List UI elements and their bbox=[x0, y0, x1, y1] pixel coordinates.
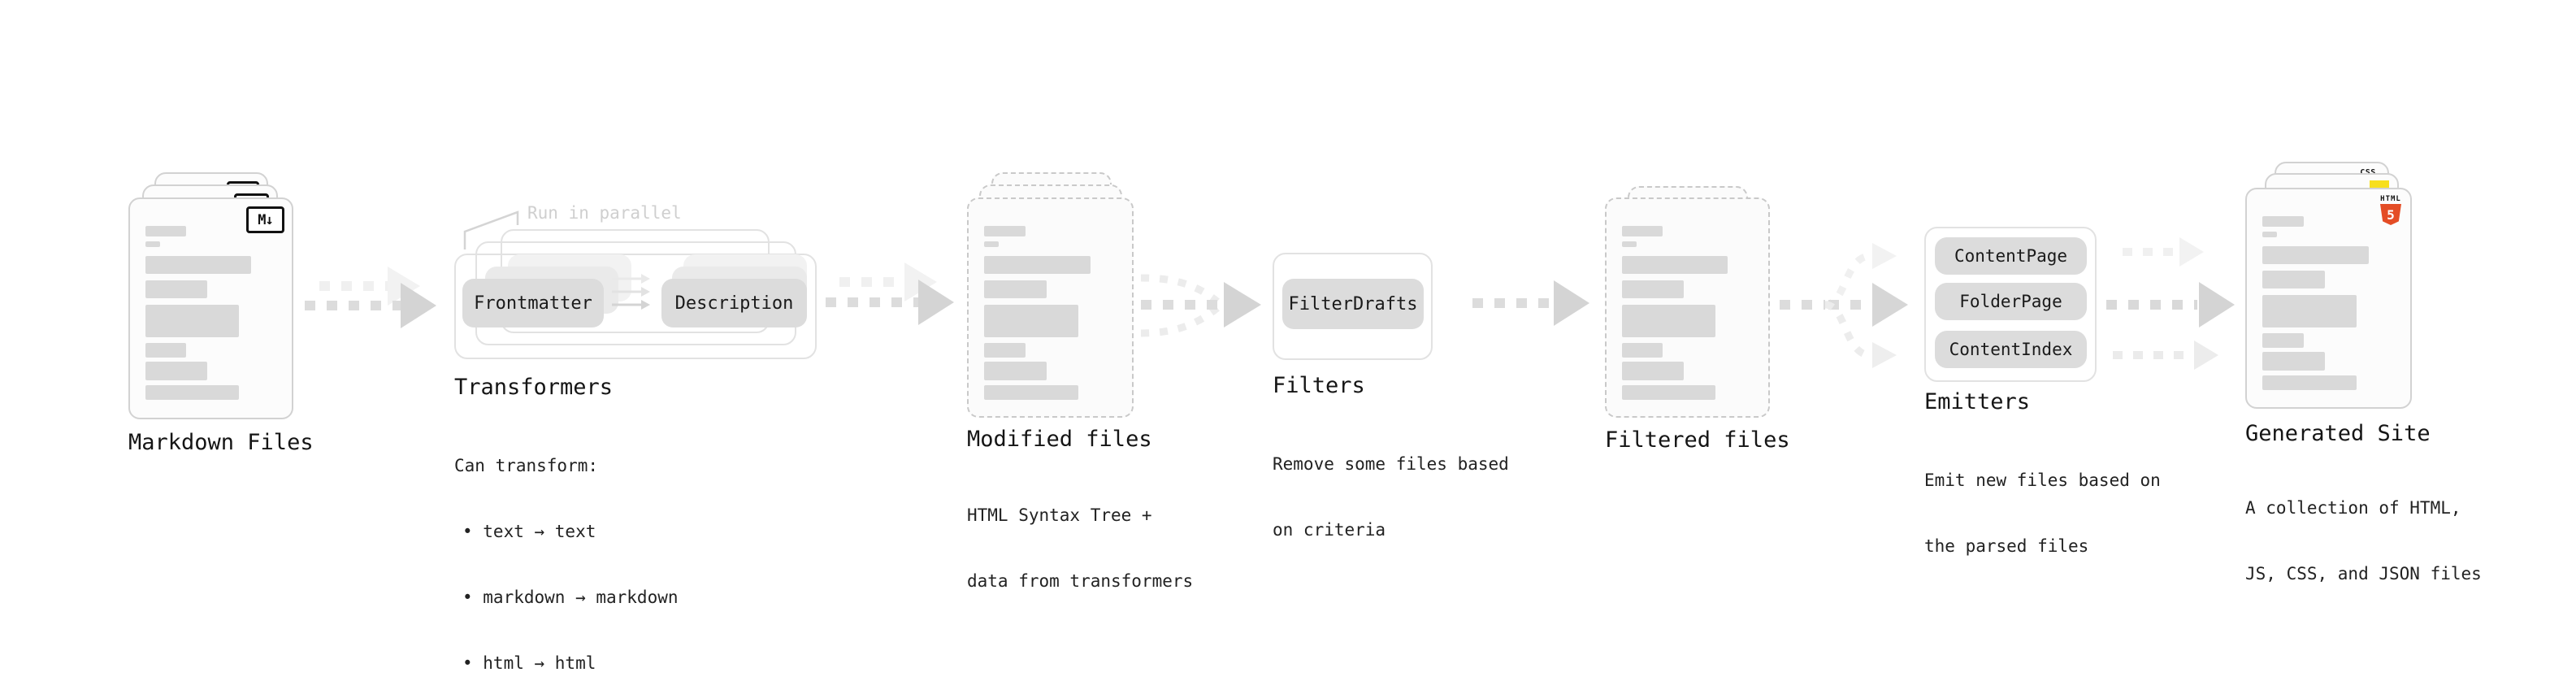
text-line-bar bbox=[984, 280, 1047, 298]
desc-line: HTML Syntax Tree + bbox=[967, 505, 1152, 525]
text-line-bar bbox=[145, 343, 187, 358]
filter-pill-filterdrafts: FilterDrafts bbox=[1282, 279, 1424, 329]
arrow-head bbox=[918, 280, 954, 325]
html5-icon-shield: 5 bbox=[2380, 204, 2401, 225]
emitters-box bbox=[1924, 227, 2097, 382]
doc-lines bbox=[1622, 226, 1754, 400]
generated-site-label: Generated Site bbox=[2245, 421, 2431, 446]
arrow-dashes-ghost bbox=[839, 277, 914, 287]
text-line-bar bbox=[2262, 246, 2370, 264]
arrow-fanout-to-emitters bbox=[1780, 243, 1908, 368]
desc-line: data from transformers bbox=[967, 571, 1194, 591]
filtered-files-label: Filtered files bbox=[1605, 427, 1790, 453]
html5-icon-word: HTML bbox=[2380, 195, 2401, 203]
transform-bullet: • text → text bbox=[462, 522, 596, 541]
doc-lines bbox=[984, 226, 1117, 400]
emitter-pill-contentindex: ContentIndex bbox=[1935, 331, 2087, 368]
text-line-bar bbox=[2262, 352, 2326, 371]
text-line-bar bbox=[2262, 333, 2304, 348]
text-line-bar bbox=[984, 305, 1079, 337]
filtered-file-card-front bbox=[1605, 197, 1770, 418]
doc-lines bbox=[2262, 216, 2396, 390]
text-line-bar bbox=[1622, 385, 1716, 400]
site-file-card-html: HTML 5 bbox=[2245, 188, 2412, 409]
arrow-head bbox=[1554, 280, 1589, 326]
transformers-box-front bbox=[454, 254, 817, 359]
text-line-bar bbox=[984, 226, 1026, 236]
text-line-bar bbox=[984, 343, 1026, 358]
text-line-bar bbox=[2262, 232, 2278, 237]
transform-bullet: • html → html bbox=[462, 653, 596, 673]
transformers-label: Transformers bbox=[454, 375, 614, 400]
doc-lines bbox=[145, 226, 277, 400]
emitters-label: Emitters bbox=[1924, 389, 2031, 414]
desc-line: Emit new files based on bbox=[1924, 471, 2161, 490]
text-line-bar bbox=[145, 362, 208, 380]
arrow-head-top bbox=[2179, 237, 2204, 267]
desc-line: Remove some files based bbox=[1273, 454, 1509, 474]
parallel-flow-arrows-icon bbox=[612, 274, 650, 310]
run-in-parallel-leader-line bbox=[463, 210, 519, 249]
text-line-bar bbox=[145, 241, 160, 247]
text-line-bar bbox=[984, 256, 1091, 274]
run-in-parallel-note: Run in parallel bbox=[527, 203, 682, 223]
text-line-bar bbox=[984, 385, 1079, 400]
transform-bullet: • markdown → markdown bbox=[462, 588, 679, 607]
text-line-bar bbox=[1622, 343, 1663, 358]
transformer-pill-frontmatter: Frontmatter bbox=[462, 279, 604, 327]
transformer-pill-description: Description bbox=[661, 279, 807, 327]
desc-line: on criteria bbox=[1273, 520, 1386, 540]
can-transform-heading: Can transform: bbox=[454, 456, 599, 475]
filters-box bbox=[1273, 253, 1433, 360]
filters-label: Filters bbox=[1273, 373, 1365, 398]
text-line-bar bbox=[2262, 271, 2326, 288]
modified-files-description: HTML Syntax Tree + data from transformer… bbox=[967, 461, 1193, 636]
emitters-description: Emit new files based on the parsed files bbox=[1924, 426, 2161, 601]
text-line-bar bbox=[2262, 375, 2357, 390]
text-line-bar bbox=[145, 305, 240, 337]
modified-files-label: Modified files bbox=[967, 427, 1152, 452]
generated-site-description: A collection of HTML, JS, CSS, and JSON … bbox=[2245, 453, 2482, 629]
text-line-bar bbox=[2262, 295, 2357, 327]
arrow-head-bottom bbox=[2194, 340, 2218, 370]
arrow-dashes bbox=[305, 301, 401, 310]
text-line-bar bbox=[2262, 216, 2304, 227]
text-line-bar bbox=[1622, 241, 1637, 247]
text-line-bar bbox=[145, 226, 187, 236]
text-line-bar bbox=[145, 280, 208, 298]
markdown-icon: M↓ bbox=[246, 206, 284, 233]
desc-line: the parsed files bbox=[1924, 536, 2089, 556]
arrow-head bbox=[401, 283, 436, 328]
desc-line: A collection of HTML, bbox=[2245, 498, 2461, 518]
arrow-dashes-mid bbox=[2106, 300, 2197, 310]
arrow-dashes-bottom bbox=[2113, 351, 2194, 359]
emitter-pill-folderpage: FolderPage bbox=[1935, 283, 2087, 320]
desc-line: JS, CSS, and JSON files bbox=[2245, 564, 2482, 583]
text-line-bar bbox=[984, 241, 1000, 247]
arrow-dashes bbox=[826, 297, 920, 307]
text-line-bar bbox=[1622, 226, 1663, 236]
arrow-dashes-ghost bbox=[319, 281, 394, 291]
text-line-bar bbox=[145, 256, 251, 274]
arrow-head-mid bbox=[2199, 282, 2235, 327]
text-line-bar bbox=[1622, 362, 1685, 380]
arrow-dashes-top bbox=[2123, 248, 2179, 256]
markdown-files-label: Markdown Files bbox=[128, 430, 314, 455]
markdown-file-card-front: M↓ bbox=[128, 197, 293, 419]
text-line-bar bbox=[1622, 280, 1685, 298]
arrow-converge-to-filters bbox=[1140, 274, 1261, 337]
text-line-bar bbox=[984, 362, 1047, 380]
css-icon-text: CSS bbox=[2357, 168, 2379, 177]
html5-file-icon: HTML 5 bbox=[2380, 195, 2401, 225]
text-line-bar bbox=[145, 385, 240, 400]
emitter-pill-contentpage: ContentPage bbox=[1935, 237, 2087, 275]
modified-file-card-front bbox=[967, 197, 1134, 418]
text-line-bar bbox=[1622, 305, 1716, 337]
transformers-description: Can transform: • text → text • markdown … bbox=[454, 411, 679, 681]
text-line-bar bbox=[1622, 256, 1728, 274]
arrow-dashes bbox=[1472, 298, 1554, 308]
filters-description: Remove some files based on criteria bbox=[1273, 410, 1509, 585]
